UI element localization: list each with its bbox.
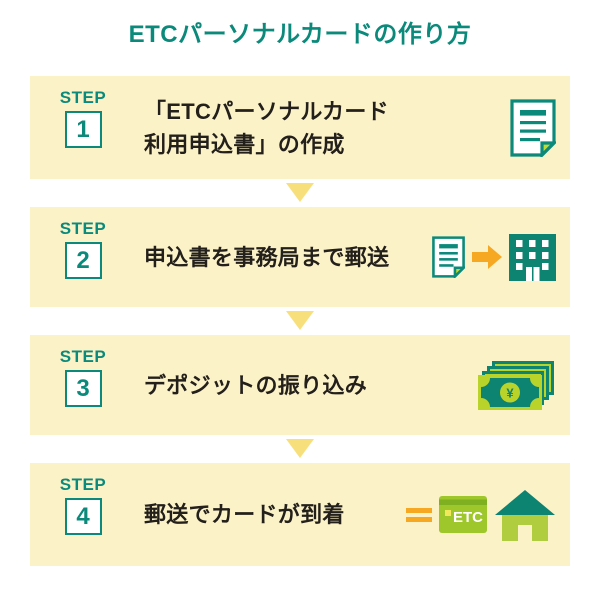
step-text-line-1-2: 利用申込書」の作成 (144, 131, 345, 157)
step-text-line-1-1: 「ETCパーソナルカード (144, 98, 389, 124)
step-row-2: STEP 2 申込書を事務局まで郵送 (30, 207, 570, 307)
document-icon (432, 236, 465, 278)
step-text-line-2-1: 申込書を事務局まで郵送 (144, 244, 390, 270)
chevron-down-icon (286, 183, 314, 202)
connector-1-2 (30, 179, 570, 207)
step-number-1: 1 (64, 111, 102, 148)
arrow-right-icon (472, 245, 502, 269)
step-badge-2: STEP 2 (47, 219, 119, 279)
step-art-1 (510, 76, 556, 179)
step-badge-label-3: STEP (59, 347, 107, 366)
step-badge-3: STEP 3 (47, 347, 119, 407)
step-number-3: 3 (64, 370, 102, 407)
step-text-2: 申込書を事務局まで郵送 (144, 207, 389, 307)
step-badge-label-4: STEP (59, 475, 107, 494)
svg-text:ETC: ETC (453, 509, 483, 526)
step-text-1: 「ETCパーソナルカード 利用申込書」の作成 (144, 76, 389, 179)
equals-icon (406, 507, 432, 522)
step-art-2 (432, 207, 556, 307)
building-icon (509, 233, 556, 281)
chevron-down-icon (286, 439, 314, 458)
step-badge-4: STEP 4 (47, 475, 119, 535)
step-art-4: ETC (406, 463, 556, 566)
step-text-4: 郵送でカードが到着 (144, 463, 345, 566)
step-list: STEP 1 「ETCパーソナルカード 利用申込書」の作成 (30, 76, 570, 566)
step-badge-label-1: STEP (59, 88, 107, 107)
connector-3-4 (30, 435, 570, 463)
page-title: ETCパーソナルカードの作り方 (128, 21, 472, 48)
money-stack-icon: ¥ (478, 361, 554, 410)
etc-card-icon: ETC (439, 496, 487, 533)
step-text-line-3-1: デポジットの振り込み (144, 372, 368, 398)
step-row-4: STEP 4 郵送でカードが到着 ETC (30, 463, 570, 566)
step-text-line-4-1: 郵送でカードが到着 (144, 502, 345, 527)
step-art-3: ¥ (478, 335, 556, 435)
step-text-3: デポジットの振り込み (144, 335, 367, 435)
chevron-down-icon (286, 311, 314, 330)
step-badge-1: STEP 1 (47, 88, 119, 148)
connector-2-3 (30, 307, 570, 335)
step-badge-label-2: STEP (59, 219, 107, 238)
house-icon (495, 489, 555, 541)
step-row-1: STEP 1 「ETCパーソナルカード 利用申込書」の作成 (30, 76, 570, 179)
svg-text:¥: ¥ (506, 386, 514, 401)
step-number-2: 2 (64, 242, 102, 279)
document-icon (510, 98, 556, 157)
step-number-4: 4 (64, 498, 102, 535)
step-row-3: STEP 3 デポジットの振り込み (30, 335, 570, 435)
